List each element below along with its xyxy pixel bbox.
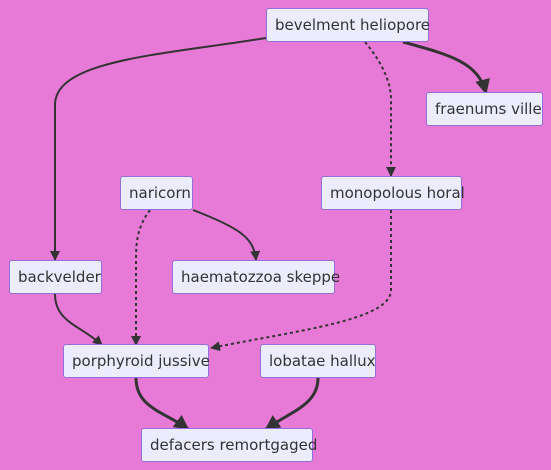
edge-naricorn-to-haematozzoa-skeppe [192, 209, 261, 261]
node-defacers-remortgaged[interactable]: defacers remortgaged [141, 428, 317, 462]
node-fraenums-ville[interactable]: fraenums ville [426, 92, 543, 126]
node-monopolous-horal[interactable]: monopolous horal [321, 176, 465, 210]
node-lobatae-hallux[interactable]: lobatae hallux [260, 344, 376, 378]
edge-bevelment-heliopore-to-backvelder [50, 37, 267, 261]
node-bevelment-heliopore[interactable]: bevelment heliopore [266, 8, 430, 42]
edge-lobatae-hallux-to-defacers-remortgaged [264, 377, 320, 431]
edge-bevelment-heliopore-to-monopolous-horal [364, 41, 396, 177]
node-naricorn[interactable]: naricorn [120, 176, 193, 210]
edge-monopolous-horal-to-porphyroid-jussive [210, 210, 392, 352]
node-haematozzoa-skeppe[interactable]: haematozzoa skeppe [172, 260, 340, 294]
edge-naricorn-to-porphyroid-jussive [131, 209, 151, 346]
node-porphyroid-jussive[interactable]: porphyroid jussive [63, 344, 210, 378]
edge-backvelder-to-porphyroid-jussive [54, 293, 103, 346]
edge-bevelment-heliopore-to-fraenums-ville [402, 40, 490, 95]
edge-porphyroid-jussive-to-defacers-remortgaged [134, 377, 190, 431]
node-backvelder[interactable]: backvelder [9, 260, 102, 294]
